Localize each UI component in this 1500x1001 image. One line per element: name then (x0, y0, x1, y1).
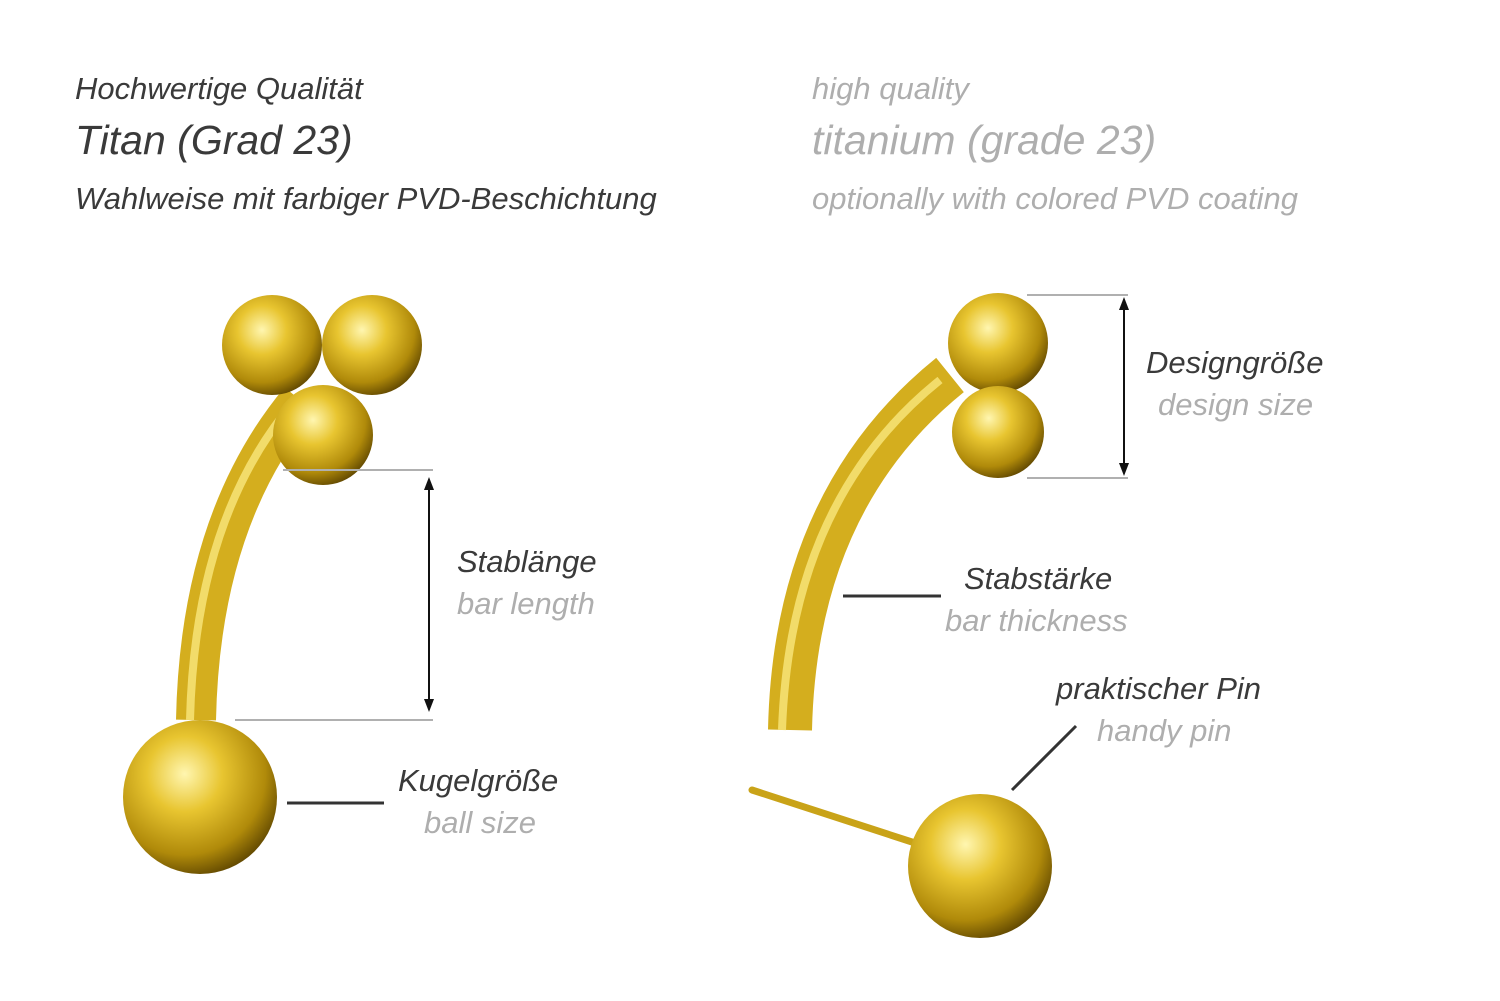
label-bar-length-en: bar length (457, 586, 595, 621)
header-de-material: Titan (Grad 23) (75, 117, 353, 163)
label-handy-pin-en: handy pin (1097, 713, 1232, 748)
ball-bottom-large (123, 720, 277, 874)
design-ball-top (948, 293, 1048, 393)
pin (748, 786, 916, 846)
header-en-coating: optionally with colored PVD coating (812, 181, 1298, 216)
label-design-size-en: design size (1158, 387, 1314, 422)
ball-center (273, 385, 373, 485)
pin-ball (908, 794, 1052, 938)
label-design-size-de: Designgröße (1146, 345, 1324, 380)
ball-top-right (322, 295, 422, 395)
label-ball-size-de: Kugelgröße (398, 763, 559, 798)
label-handy-pin-de: praktischer Pin (1056, 671, 1262, 706)
label-bar-thickness-de: Stabstärke (964, 561, 1113, 596)
header-en-material: titanium (grade 23) (812, 117, 1157, 163)
label-bar-thickness-en: bar thickness (945, 603, 1128, 638)
design-ball-bottom (952, 386, 1044, 478)
header-de-coating: Wahlweise mit farbiger PVD-Beschichtung (75, 181, 657, 216)
header-en-quality: high quality (812, 71, 969, 106)
header-de-quality: Hochwertige Qualität (75, 71, 363, 106)
label-ball-size-en: ball size (424, 805, 536, 840)
handy-pin-pointer (1010, 724, 1078, 792)
label-bar-length-de: Stablänge (457, 544, 597, 579)
ball-top-left (222, 295, 322, 395)
